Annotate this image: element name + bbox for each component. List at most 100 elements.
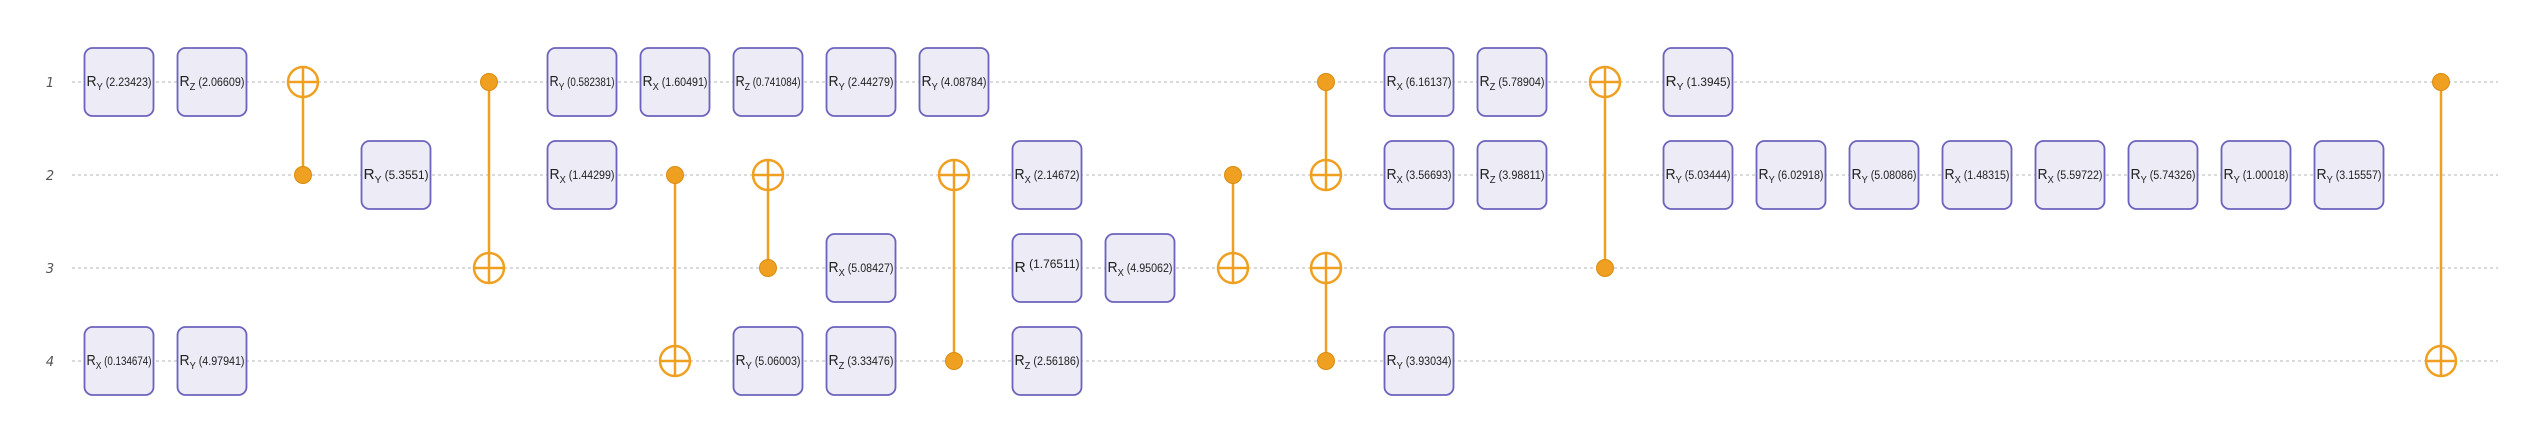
gate-label: RY (2.44279): [829, 73, 894, 93]
gate-label: RY (5.3551): [364, 166, 429, 186]
gate-box: [1848, 140, 1920, 210]
target-oplus-icon: [751, 158, 785, 192]
rotation-gate: RZ (5.78904): [1476, 47, 1548, 117]
qubit-label: 1: [46, 76, 54, 91]
control-dot-icon: [1317, 352, 1335, 370]
rotation-gate: RX (1.44299): [546, 140, 618, 210]
rotation-gate: RY (5.08086): [1848, 140, 1920, 210]
gate-box: [2034, 140, 2106, 210]
gate-label: RY (1.00018): [2224, 166, 2289, 186]
rotation-gate: RY (4.08784): [918, 47, 990, 117]
gate-box: [546, 47, 618, 117]
gate-label: RY (3.93034): [1387, 352, 1452, 372]
rotation-gate: RZ (2.56186): [1011, 326, 1083, 396]
rotation-gate: RY (2.44279): [825, 47, 897, 117]
rotation-gate: RX (4.95062): [1104, 233, 1176, 303]
gate-label: RX (6.16137): [1387, 73, 1452, 93]
gate-box: [1476, 140, 1548, 210]
gate-box: [1383, 140, 1455, 210]
gate-box: [1104, 233, 1176, 303]
gate-label: RX (1.48315): [1945, 166, 2010, 186]
gate-label: R (1.76511): [1015, 259, 1080, 276]
qubit-wires: [72, 81, 2498, 362]
cnot-gate: [1309, 251, 1343, 370]
target-oplus-icon: [658, 344, 692, 378]
gate-label: RZ (3.33476): [829, 352, 894, 372]
control-dot-icon: [759, 259, 777, 277]
gate-box: [2220, 140, 2292, 210]
gate-box: [1383, 47, 1455, 117]
gate-box: [1755, 140, 1827, 210]
control-dot-icon: [294, 166, 312, 184]
rotation-gate: RY (5.3551): [360, 140, 432, 210]
target-oplus-icon: [2424, 344, 2458, 378]
target-oplus-icon: [472, 251, 506, 285]
rotation-gate: RX (5.08427): [825, 233, 897, 303]
gate-box: [1011, 233, 1083, 303]
cnot-gate: [2424, 73, 2458, 378]
rotation-gate: RX (2.14672): [1011, 140, 1083, 210]
gate-label: RY (5.08086): [1852, 166, 1917, 186]
gate-label: RY (4.97941): [180, 352, 245, 372]
target-oplus-icon: [286, 65, 320, 99]
rotation-gate: RX (5.59722): [2034, 140, 2106, 210]
rotation-gate: RZ (3.33476): [825, 326, 897, 396]
rotation-gate: R (1.76511): [1011, 233, 1083, 303]
cnot-gate: [1588, 65, 1622, 277]
rotation-gate: RZ (2.06609): [176, 47, 248, 117]
rotation-gate: RZ (0.741084): [732, 47, 804, 117]
gate-box: [2127, 140, 2199, 210]
gate-box: [2313, 140, 2385, 210]
gate-label: RZ (2.06609): [180, 73, 245, 93]
cnot-gate: [658, 166, 692, 378]
gate-label: RX (5.08427): [829, 259, 894, 279]
gate-label: RY (0.582381): [550, 73, 615, 93]
gate-label: RY (6.02918): [1759, 166, 1824, 186]
rotation-gate: RY (1.3945): [1662, 47, 1734, 117]
qubit-label: 2: [46, 169, 54, 184]
control-dot-icon: [666, 166, 684, 184]
gate-box: [1662, 47, 1734, 117]
gate-box: [360, 140, 432, 210]
gate-label: RX (5.59722): [2038, 166, 2103, 186]
gate-box: [1011, 326, 1083, 396]
rotation-gate: RX (1.48315): [1941, 140, 2013, 210]
gate-label: RZ (5.78904): [1480, 73, 1545, 93]
gate-label: RZ (3.98811): [1480, 166, 1545, 186]
cnot-gate: [472, 73, 506, 285]
gate-box: [176, 326, 248, 396]
gate-box: [732, 47, 804, 117]
gate-label: RY (3.15557): [2317, 166, 2382, 186]
qubit-label: 3: [46, 262, 54, 277]
gate-box: [918, 47, 990, 117]
control-dot-icon: [2432, 73, 2450, 91]
rotation-gates: RY (2.23423)RX (0.134674)RZ (2.06609)RY …: [83, 47, 2385, 396]
target-oplus-icon: [1309, 251, 1343, 285]
target-oplus-icon: [1216, 251, 1250, 285]
target-oplus-icon: [937, 158, 971, 192]
rotation-gate: RX (6.16137): [1383, 47, 1455, 117]
gate-box: [176, 47, 248, 117]
control-dot-icon: [480, 73, 498, 91]
rotation-gate: RX (3.56693): [1383, 140, 1455, 210]
rotation-gate: RX (1.60491): [639, 47, 711, 117]
cnot-gates: [286, 65, 2458, 378]
gate-box: [825, 47, 897, 117]
rotation-gate: RY (4.97941): [176, 326, 248, 396]
gate-box: [1662, 140, 1734, 210]
gate-box: [1941, 140, 2013, 210]
control-dot-icon: [1317, 73, 1335, 91]
control-dot-icon: [1224, 166, 1242, 184]
gate-label: RY (1.3945): [1666, 73, 1731, 93]
target-oplus-icon: [1309, 158, 1343, 192]
gate-label: RY (5.06003): [736, 352, 801, 372]
target-oplus-icon: [1588, 65, 1622, 99]
cnot-gate: [286, 65, 320, 184]
gate-label: RX (1.60491): [643, 73, 708, 93]
rotation-gate: RY (5.74326): [2127, 140, 2199, 210]
cnot-gate: [1309, 73, 1343, 192]
gate-label: RX (3.56693): [1387, 166, 1452, 186]
gate-box: [1476, 47, 1548, 117]
gate-label: RX (4.95062): [1108, 259, 1173, 279]
